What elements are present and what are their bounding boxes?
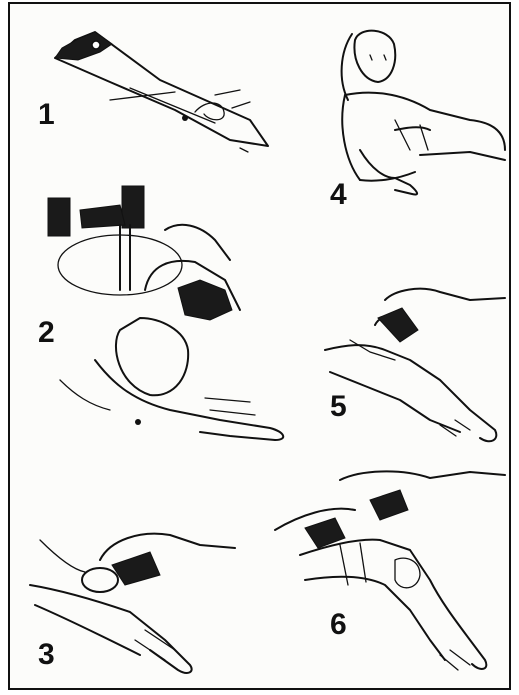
step-number-3: 3 — [38, 640, 55, 670]
securing-pad-on-wrist-icon — [325, 289, 505, 442]
reclining-person-icon — [342, 31, 505, 195]
step-number-4: 4 — [330, 180, 347, 210]
tying-bandage-on-forearm-icon — [275, 471, 505, 670]
step-number-1: 1 — [38, 100, 55, 130]
step-number-2: 2 — [38, 318, 55, 348]
hand-with-sterilized-dressing-icon — [48, 186, 283, 440]
step-number-6: 6 — [330, 610, 347, 640]
step-number-5: 5 — [330, 392, 347, 422]
knife-icon — [55, 32, 268, 152]
pressing-pad-on-wrist-icon — [30, 534, 235, 673]
